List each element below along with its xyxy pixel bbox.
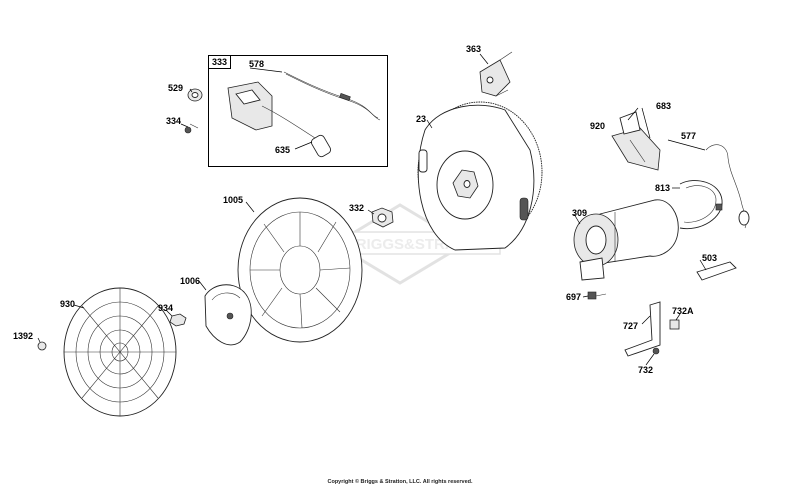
part-label-332[interactable]: 332 (349, 203, 365, 213)
ground-strap-577 (705, 144, 750, 229)
part-label-930[interactable]: 930 (60, 299, 76, 309)
part-label-727[interactable]: 727 (623, 321, 639, 331)
part-label-813[interactable]: 813 (655, 183, 671, 193)
part-label-920[interactable]: 920 (590, 121, 606, 131)
part-label-1005[interactable]: 1005 (223, 195, 244, 205)
part-label-23[interactable]: 23 (416, 114, 427, 124)
part-label-1392[interactable]: 1392 (13, 331, 34, 341)
part-label-732[interactable]: 732 (638, 365, 654, 375)
nut-529 (187, 88, 203, 102)
nut-732A (669, 319, 680, 330)
rectifier-920 (611, 111, 661, 171)
screw-334 (184, 123, 199, 134)
part-label-732A[interactable]: 732A (672, 306, 694, 316)
part-label-578[interactable]: 578 (249, 59, 265, 69)
ignition-assembly-box: 333 (208, 55, 388, 167)
bracket-727 (624, 301, 661, 357)
part-label-697[interactable]: 697 (566, 292, 582, 302)
leader-lines (37, 53, 707, 366)
part-label-334[interactable]: 334 (166, 116, 182, 126)
flywheel-nut-332 (371, 207, 394, 228)
part-label-683[interactable]: 683 (656, 101, 672, 111)
part-label-934[interactable]: 934 (158, 303, 174, 313)
part-label-333[interactable]: 333 (209, 56, 232, 69)
grille-930 (63, 287, 177, 417)
fan-retainer-1006 (204, 284, 252, 346)
bolt-697 (587, 291, 607, 300)
part-label-309[interactable]: 309 (572, 208, 588, 218)
ignition-coil-635 (227, 81, 332, 158)
bracket-503 (696, 261, 737, 281)
nut-1392 (37, 341, 47, 351)
part-label-503[interactable]: 503 (702, 253, 718, 263)
kill-wire-578 (283, 71, 381, 121)
part-label-635[interactable]: 635 (275, 145, 291, 155)
bolt-934 (169, 313, 187, 327)
flywheel-23 (417, 101, 543, 251)
starter-motor-309 (573, 199, 679, 281)
part-label-363[interactable]: 363 (466, 44, 482, 54)
part-label-1006[interactable]: 1006 (180, 276, 201, 286)
cooling-fan-1005 (237, 197, 363, 343)
part-label-529[interactable]: 529 (168, 83, 184, 93)
mounting-strap-813 (679, 180, 723, 230)
copyright-notice: Copyright © Briggs & Stratton, LLC. All … (327, 479, 473, 485)
part-label-577[interactable]: 577 (681, 131, 697, 141)
bracket-363 (479, 51, 513, 97)
